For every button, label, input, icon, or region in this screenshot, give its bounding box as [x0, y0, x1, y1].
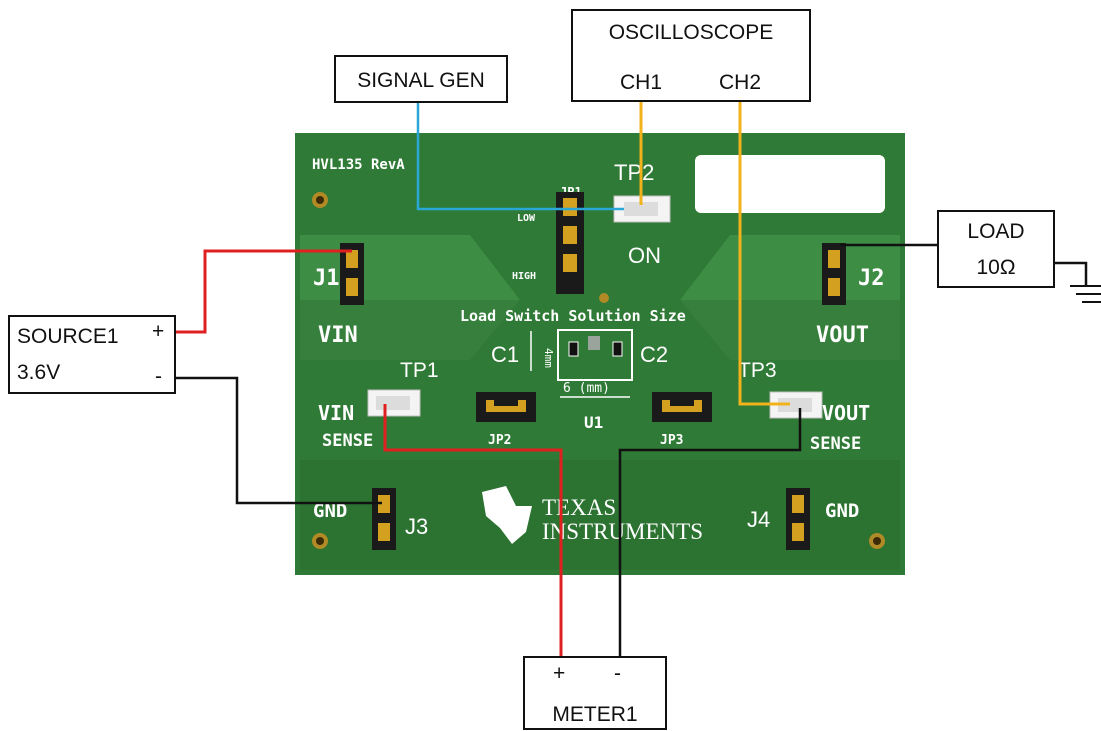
vout-label: VOUT [816, 323, 869, 348]
source-positive-wire [175, 249, 352, 334]
j3-connector [372, 488, 396, 550]
gnd-left-label: GND [313, 500, 347, 522]
c2-footprint [612, 341, 623, 357]
j2-label: J2 [858, 266, 885, 291]
gnd-right-label: GND [825, 500, 859, 522]
board-name: HVL135 RevA [312, 157, 405, 173]
c1-footprint [568, 341, 579, 357]
jp1-high-label: HIGH [512, 271, 536, 282]
load-box: LOAD 10Ω [937, 210, 1055, 288]
ti-logo-mark [482, 486, 532, 544]
meter-negative-wire [618, 408, 802, 658]
u1-label: U1 [584, 413, 603, 432]
dimension-width: 6 (mm) [563, 381, 610, 396]
ground-symbol-icon [1070, 285, 1101, 303]
meter-positive-wire [383, 404, 563, 658]
vout-sense-label-2: SENSE [810, 434, 861, 454]
oscilloscope-ch2-label: CH2 [719, 71, 761, 94]
vin-sense-label-1: VIN [318, 401, 354, 425]
source-plus-terminal: + [152, 320, 164, 343]
tp3-label: TP3 [738, 359, 777, 382]
source-negative-wire [175, 376, 382, 505]
on-label: ON [628, 243, 661, 268]
load-value: 10Ω [976, 256, 1015, 279]
c1-label: C1 [491, 342, 519, 367]
solution-size-label: Load Switch Solution Size [460, 307, 686, 325]
ch2-wire [738, 100, 790, 406]
vin-label: VIN [318, 323, 358, 348]
source-voltage: 3.6V [17, 361, 60, 384]
oscilloscope-title: OSCILLOSCOPE [609, 21, 774, 44]
meter-box: + - METER1 [523, 656, 667, 730]
meter-plus-terminal: + [553, 662, 565, 685]
ti-logo: TEXAS INSTRUMENTS [482, 486, 703, 544]
tp1-testpoint [367, 389, 421, 417]
load-title: LOAD [967, 220, 1024, 243]
tp1-label: TP1 [400, 359, 439, 382]
j3-label: J3 [405, 514, 428, 539]
source-title: SOURCE1 [17, 325, 119, 348]
jp2-label: JP2 [488, 433, 511, 448]
signal-gen-label: SIGNAL GEN [357, 69, 485, 92]
meter-title: METER1 [552, 703, 637, 726]
jp3-label: JP3 [660, 433, 683, 448]
j4-connector [786, 488, 810, 550]
solution-size-area: 4mm 6 (mm) [530, 329, 633, 398]
oscilloscope-box: OSCILLOSCOPE CH1 CH2 [571, 9, 811, 102]
j1-label: J1 [313, 266, 340, 291]
load-ground-wire [1055, 261, 1088, 285]
ti-logo-line1: TEXAS [542, 495, 616, 520]
vout-sense-label-1: VOUT [822, 401, 870, 425]
meter-minus-terminal: - [614, 662, 621, 685]
pcb-board [295, 133, 905, 575]
vin-sense-label-2: SENSE [322, 431, 373, 451]
u1-footprint [588, 336, 600, 350]
c2-label: C2 [640, 342, 668, 367]
jp3-jumper [652, 392, 712, 422]
signal-gen-box: SIGNAL GEN [334, 55, 508, 103]
signal-gen-wire [416, 100, 624, 211]
tp2-label: TP2 [614, 160, 654, 185]
jp2-jumper [476, 392, 536, 422]
j4-label: J4 [747, 507, 770, 532]
label-area [695, 155, 885, 213]
dimension-height: 4mm [542, 348, 555, 368]
j2-connector [822, 243, 846, 305]
source-box: SOURCE1 3.6V + - [8, 315, 176, 394]
jp1-low-label: LOW [517, 213, 536, 224]
jp1-header [556, 192, 584, 294]
j1-connector [340, 243, 364, 305]
oscilloscope-ch1-label: CH1 [620, 71, 662, 94]
ti-logo-line2: INSTRUMENTS [542, 519, 703, 544]
source-minus-terminal: - [155, 365, 162, 388]
